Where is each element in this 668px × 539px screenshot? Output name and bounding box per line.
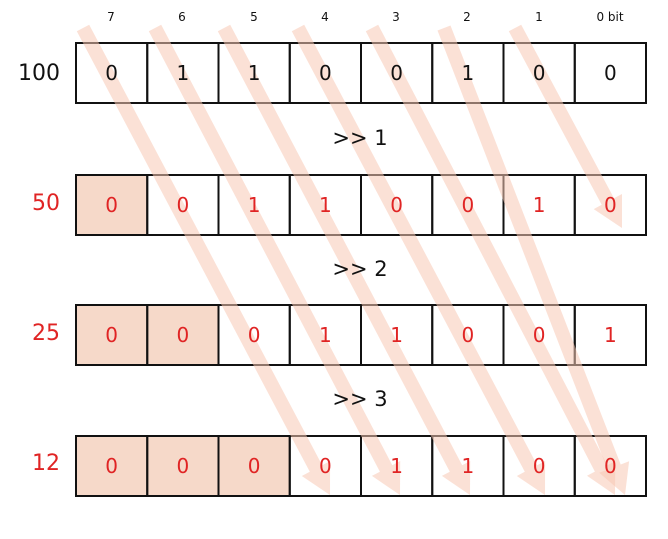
bit-value: 0 (462, 193, 475, 217)
bit-value: 0 (177, 454, 190, 478)
shift-op-2: >> 2 (332, 257, 388, 281)
bit-cell (573, 42, 647, 104)
bit-value: 0 (390, 193, 403, 217)
shift-op-3: >> 3 (332, 387, 388, 411)
bit-value: 0 (105, 323, 118, 347)
bit-value: 0 (319, 61, 332, 85)
bit-value: 1 (248, 193, 261, 217)
bit-label-2: 2 (463, 10, 471, 24)
bit-value: 1 (319, 323, 332, 347)
bit-label-5: 5 (250, 10, 258, 24)
bit-label-3: 3 (392, 10, 400, 24)
bit-value: 1 (390, 454, 403, 478)
shift-arrow (365, 24, 616, 496)
shift-arrow (437, 25, 630, 495)
bit-value: 0 (248, 454, 261, 478)
bit-cell (573, 435, 647, 497)
bit-value: 0 (533, 61, 546, 85)
bit-value: 1 (462, 61, 475, 85)
bit-cell (573, 174, 647, 236)
bit-label-4: 4 (321, 10, 329, 24)
bit-value: 1 (319, 193, 332, 217)
bit-label-6: 6 (178, 10, 186, 24)
shift-arrow (148, 24, 401, 495)
bit-value: 0 (390, 61, 403, 85)
bit-value: 0 (533, 323, 546, 347)
shift-arrow (508, 24, 622, 229)
row-label-50: 50 (32, 191, 60, 216)
shift-arrow (76, 24, 331, 495)
shift-arrow (217, 24, 471, 495)
bit-label-1: 1 (535, 10, 543, 24)
row-label-100: 100 (18, 61, 60, 86)
bit-value: 1 (533, 193, 546, 217)
bit-label-7: 7 (107, 10, 115, 24)
bit-value: 0 (533, 454, 546, 478)
shifted-cell-shade (76, 305, 148, 365)
shifted-cell-shade (147, 436, 219, 496)
bit-value: 0 (604, 454, 617, 478)
bit-value: 0 (462, 323, 475, 347)
shifted-cell-shade (76, 436, 148, 496)
bit-value: 0 (105, 61, 118, 85)
bit-value: 0 (248, 323, 261, 347)
shift-arrow (291, 24, 546, 495)
shift-op-1: >> 1 (332, 126, 388, 150)
shifted-cell-shade (147, 305, 219, 365)
bit-value: 1 (604, 323, 617, 347)
bit-value: 0 (177, 193, 190, 217)
bit-value: 0 (319, 454, 332, 478)
bit-label-0: 0 bit (596, 10, 624, 24)
row-label-25: 25 (32, 321, 60, 346)
bit-value: 0 (105, 193, 118, 217)
bit-value: 1 (177, 61, 190, 85)
bit-value: 0 (604, 193, 617, 217)
row-label-12: 12 (32, 451, 60, 476)
bit-value: 1 (462, 454, 475, 478)
bit-value: 0 (177, 323, 190, 347)
shifted-cell-shade (76, 175, 148, 235)
bit-value: 1 (390, 323, 403, 347)
bit-value: 0 (105, 454, 118, 478)
bit-value: 1 (248, 61, 261, 85)
bit-value: 0 (604, 61, 617, 85)
bit-cell (573, 304, 647, 366)
shifted-cell-shade (218, 436, 290, 496)
